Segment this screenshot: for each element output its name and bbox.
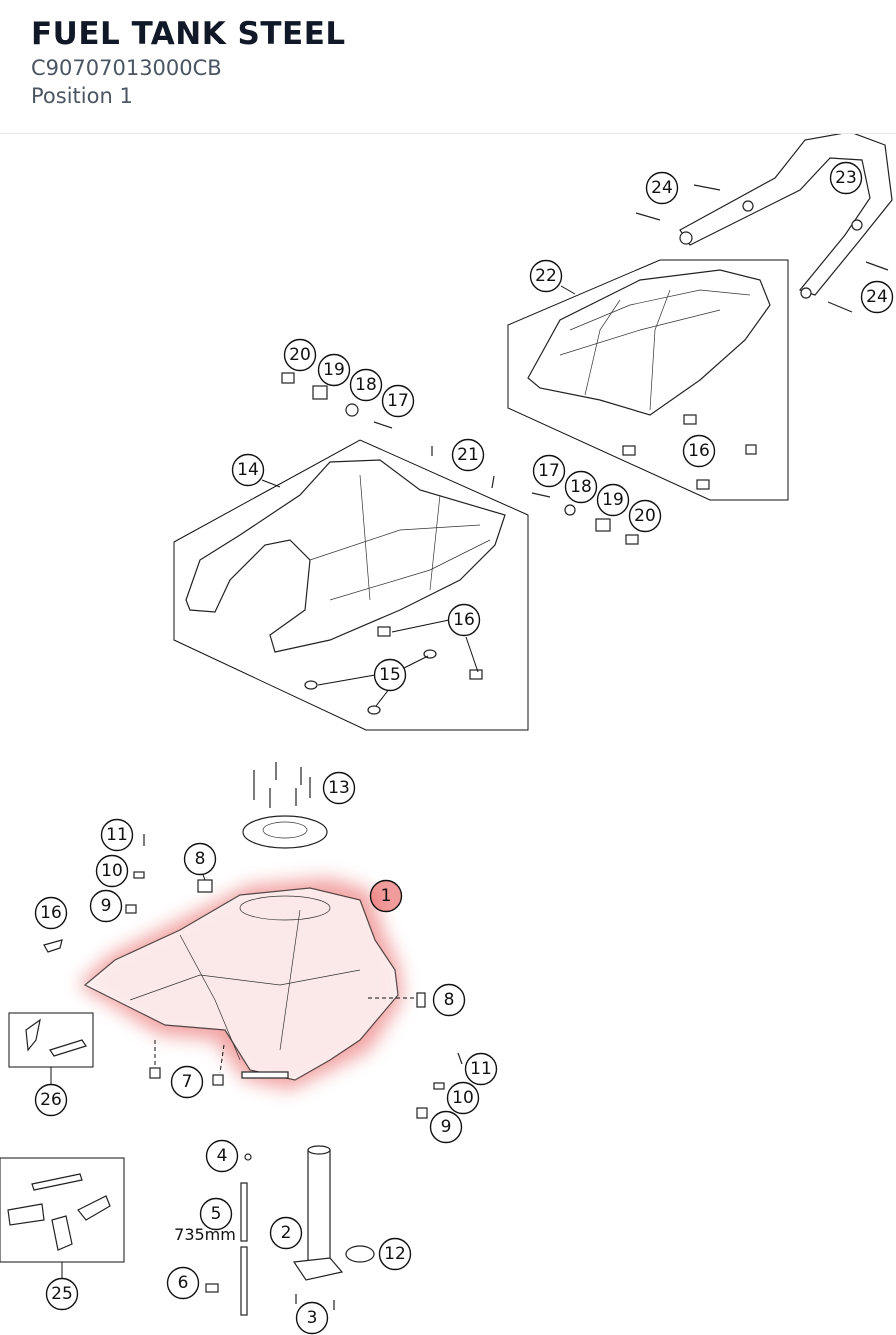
rider-seat-hardware bbox=[281, 372, 639, 715]
header: FUEL TANK STEEL C90707013000CB Position … bbox=[0, 0, 896, 134]
position-label: Position 1 bbox=[31, 84, 133, 108]
page-title: FUEL TANK STEEL bbox=[31, 16, 346, 52]
callout-number: 3 bbox=[307, 1308, 318, 1328]
callout-16[interactable]: 16 bbox=[34, 896, 68, 930]
callout-number: 16 bbox=[453, 610, 475, 630]
callout-number: 2 bbox=[281, 1223, 292, 1243]
callout-18[interactable]: 18 bbox=[349, 368, 383, 402]
callout-number: 9 bbox=[441, 1117, 452, 1137]
callout-18[interactable]: 18 bbox=[564, 470, 598, 504]
callout-number: 17 bbox=[387, 391, 409, 411]
rear-seat-frame-box bbox=[507, 259, 789, 501]
exploded-parts-diagram: 2423242220191817211614171819201615131110… bbox=[0, 134, 894, 1335]
callout-number: 22 bbox=[535, 266, 557, 286]
callout-11[interactable]: 11 bbox=[100, 818, 134, 852]
hoses bbox=[205, 1153, 252, 1316]
callout-26[interactable]: 26 bbox=[34, 1083, 68, 1117]
callout-5[interactable]: 5 bbox=[199, 1197, 233, 1231]
callout-22[interactable]: 22 bbox=[529, 259, 563, 293]
callout-10[interactable]: 10 bbox=[95, 854, 129, 888]
callout-10[interactable]: 10 bbox=[446, 1081, 480, 1115]
screws-24 bbox=[635, 184, 889, 313]
callout-4[interactable]: 4 bbox=[205, 1139, 239, 1173]
leader-lines bbox=[50, 285, 576, 1278]
callout-15[interactable]: 15 bbox=[373, 658, 407, 692]
callout-number: 11 bbox=[106, 825, 128, 845]
callout-1[interactable]: 1 bbox=[369, 879, 403, 913]
callout-number: 19 bbox=[602, 490, 624, 510]
callout-number: 10 bbox=[452, 1088, 474, 1108]
callout-3[interactable]: 3 bbox=[295, 1301, 329, 1335]
callout-20[interactable]: 20 bbox=[283, 338, 317, 372]
callout-24[interactable]: 24 bbox=[860, 280, 894, 314]
callout-number: 12 bbox=[384, 1244, 406, 1264]
callout-number: 25 bbox=[51, 1284, 73, 1304]
rear-seat bbox=[527, 269, 771, 416]
callout-19[interactable]: 19 bbox=[596, 483, 630, 517]
callout-13[interactable]: 13 bbox=[322, 771, 356, 805]
callout-12[interactable]: 12 bbox=[378, 1237, 412, 1271]
callout-number: 19 bbox=[323, 360, 345, 380]
callout-number: 17 bbox=[538, 461, 560, 481]
callout-number: 8 bbox=[195, 849, 206, 869]
fuel-tank bbox=[83, 887, 399, 1081]
callout-16[interactable]: 16 bbox=[447, 603, 481, 637]
rear-grab-handle bbox=[679, 134, 893, 299]
callout-number: 18 bbox=[570, 477, 592, 497]
rider-seat bbox=[185, 459, 506, 653]
callout-number: 10 bbox=[101, 861, 123, 881]
callout-number: 4 bbox=[217, 1146, 228, 1166]
tank-small-parts bbox=[43, 834, 463, 1119]
callout-number: 11 bbox=[470, 1059, 492, 1079]
callout-number: 14 bbox=[237, 460, 259, 480]
callout-8[interactable]: 8 bbox=[432, 983, 466, 1017]
callout-9[interactable]: 9 bbox=[89, 889, 123, 923]
callout-number: 15 bbox=[379, 665, 401, 685]
callout-20[interactable]: 20 bbox=[628, 499, 662, 533]
callout-8[interactable]: 8 bbox=[183, 842, 217, 876]
callout-number: 7 bbox=[182, 1072, 193, 1092]
callout-number: 1 bbox=[381, 886, 392, 906]
callout-number: 24 bbox=[651, 178, 673, 198]
callout-number: 6 bbox=[178, 1273, 189, 1293]
callout-24[interactable]: 24 bbox=[645, 171, 679, 205]
callout-number: 24 bbox=[866, 287, 888, 307]
callout-number: 20 bbox=[634, 506, 656, 526]
callout-number: 18 bbox=[355, 375, 377, 395]
callout-17[interactable]: 17 bbox=[381, 384, 415, 418]
rider-seat-frame-box bbox=[173, 439, 529, 731]
callout-number: 23 bbox=[835, 168, 857, 188]
hose-length-label: 735mm bbox=[174, 1225, 236, 1244]
callout-2[interactable]: 2 bbox=[269, 1216, 303, 1250]
callout-number: 16 bbox=[40, 903, 62, 923]
callout-number: 21 bbox=[457, 445, 479, 465]
callout-14[interactable]: 14 bbox=[231, 453, 265, 487]
callout-number: 13 bbox=[328, 778, 350, 798]
callout-17[interactable]: 17 bbox=[532, 454, 566, 488]
box-25 bbox=[0, 1157, 125, 1263]
part-number: C90707013000CB bbox=[31, 56, 222, 80]
callout-7[interactable]: 7 bbox=[170, 1065, 204, 1099]
bolts-13 bbox=[253, 762, 311, 808]
callout-23[interactable]: 23 bbox=[829, 161, 863, 195]
callout-number: 20 bbox=[289, 345, 311, 365]
callout-6[interactable]: 6 bbox=[166, 1266, 200, 1300]
callout-number: 16 bbox=[688, 441, 710, 461]
box-26 bbox=[8, 1012, 94, 1068]
callout-16[interactable]: 16 bbox=[682, 434, 716, 468]
nuts-16-upper bbox=[622, 414, 757, 490]
callout-number: 26 bbox=[40, 1090, 62, 1110]
fuel-pump bbox=[292, 1145, 375, 1310]
callout-19[interactable]: 19 bbox=[317, 353, 351, 387]
callout-25[interactable]: 25 bbox=[45, 1277, 79, 1311]
fuel-cap bbox=[242, 815, 328, 849]
callout-number: 5 bbox=[211, 1204, 222, 1224]
callout-9[interactable]: 9 bbox=[429, 1110, 463, 1144]
callout-11[interactable]: 11 bbox=[464, 1052, 498, 1086]
callout-21[interactable]: 21 bbox=[451, 438, 485, 472]
callout-number: 8 bbox=[444, 990, 455, 1010]
callout-number: 9 bbox=[101, 896, 112, 916]
